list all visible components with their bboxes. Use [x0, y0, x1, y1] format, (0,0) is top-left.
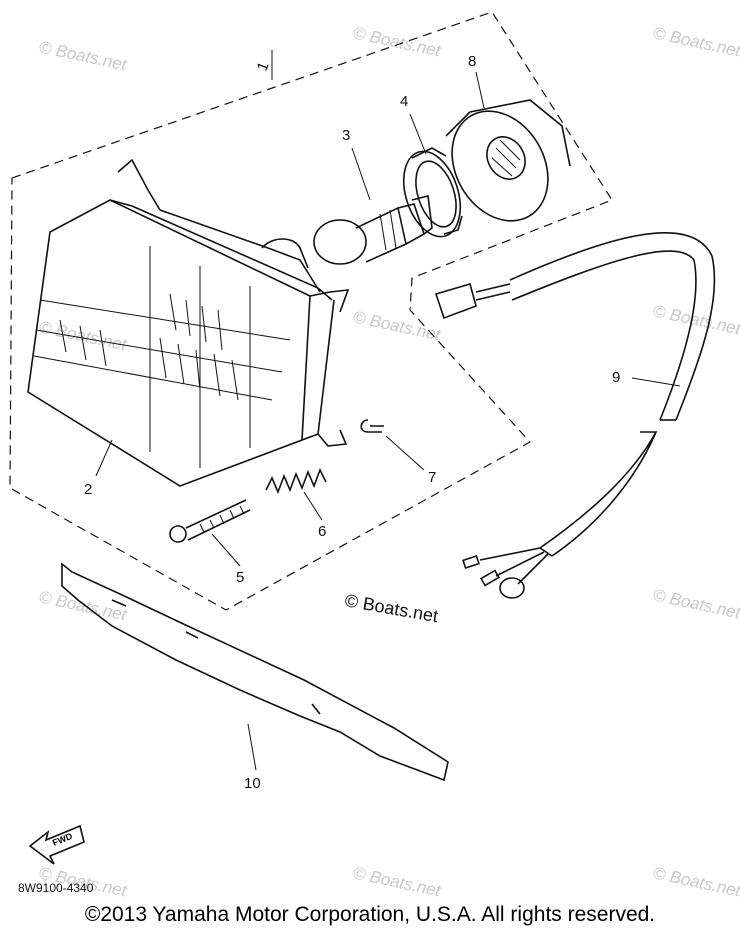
bulb — [313, 195, 433, 265]
callout-1: 1 — [254, 60, 273, 74]
callout-10: 10 — [244, 775, 261, 792]
bracket — [61, 562, 449, 782]
center-watermark: © Boats.net — [343, 590, 439, 626]
watermark: © Boats.net — [351, 23, 443, 60]
watermark: © Boats.net — [37, 37, 129, 74]
callout-9: 9 — [612, 369, 620, 386]
copyright-notice: ©2013 Yamaha Motor Corporation, U.S.A. A… — [84, 903, 656, 926]
callout-7: 7 — [428, 469, 436, 486]
callout-4: 4 — [400, 93, 408, 110]
wire-harness — [434, 232, 716, 599]
callout-6: 6 — [318, 523, 326, 540]
headlight-unit — [27, 158, 350, 487]
fwd-label: FWD — [51, 831, 74, 848]
adjusting-screw — [169, 499, 251, 543]
callout-5: 5 — [236, 569, 244, 586]
diagram-code: 8W9100-4340 — [18, 881, 94, 895]
bulb-holder — [402, 147, 463, 238]
watermark: © Boats.net — [651, 863, 740, 900]
watermark: © Boats.net — [651, 585, 740, 622]
watermark: © Boats.net — [351, 307, 443, 344]
callout-3: 3 — [342, 127, 350, 144]
callout-8: 8 — [468, 53, 476, 70]
watermark: © Boats.net — [37, 317, 129, 354]
assembly-outline — [9, 11, 613, 611]
spring — [265, 468, 327, 495]
watermark: © Boats.net — [651, 23, 740, 60]
watermark: © Boats.net — [351, 863, 443, 900]
clip — [360, 419, 384, 433]
fwd-arrow-icon: FWD — [28, 824, 85, 865]
leader-lines — [95, 50, 681, 771]
watermark: © Boats.net — [651, 301, 740, 338]
callouts: 1 2 3 4 5 6 7 8 9 10 — [84, 53, 620, 792]
watermark: © Boats.net — [37, 587, 129, 624]
socket-cover — [445, 99, 571, 222]
callout-2: 2 — [84, 481, 92, 498]
